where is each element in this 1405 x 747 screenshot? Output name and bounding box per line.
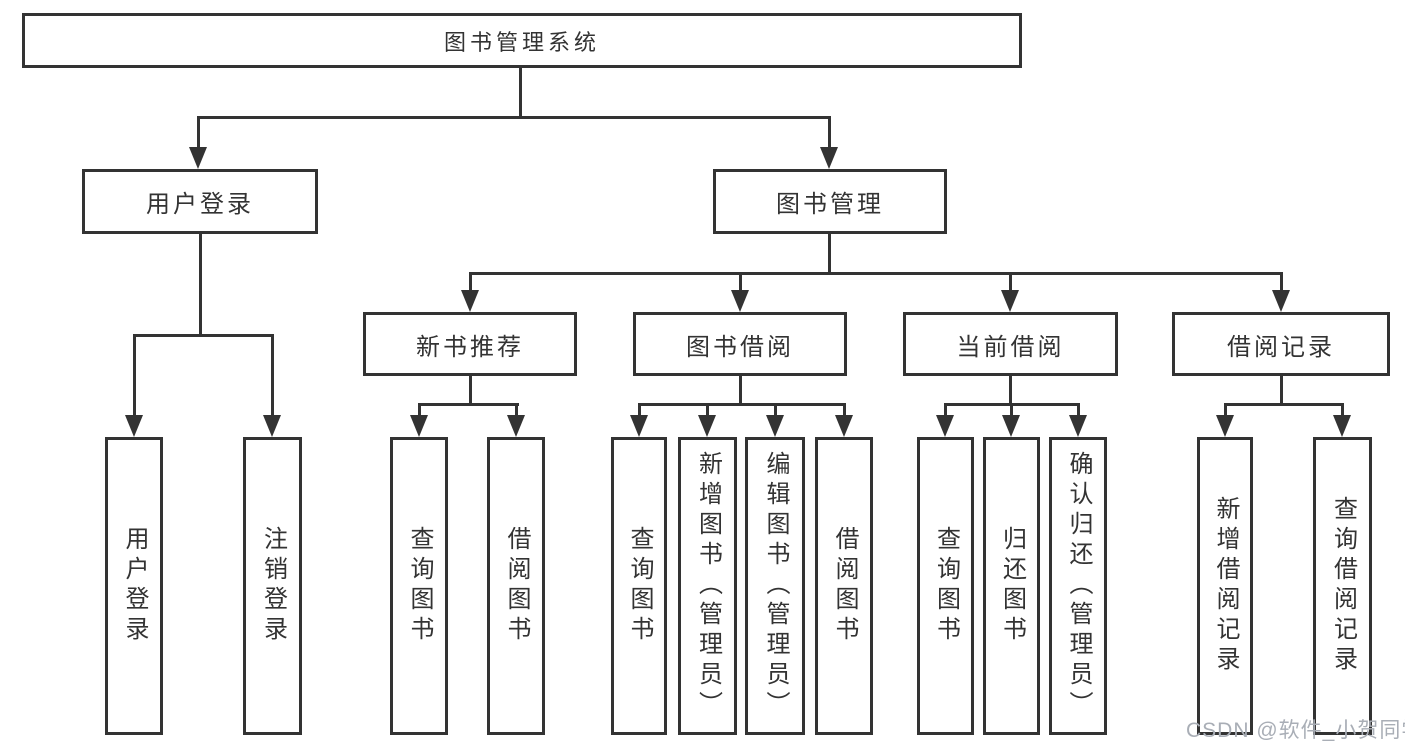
connector-hline: [638, 403, 846, 406]
arrow-down-icon: [263, 415, 281, 437]
connector-vline: [843, 403, 846, 419]
arrow-down-icon: [507, 415, 525, 437]
arrow-down-icon: [125, 415, 143, 437]
connector-vline: [774, 403, 777, 419]
node-book-management: 图书管理: [713, 169, 947, 234]
node-borrowing-records: 借阅记录: [1172, 312, 1390, 376]
arrow-down-icon: [461, 290, 479, 312]
arrow-down-icon: [731, 290, 749, 312]
connector-vline: [469, 272, 472, 294]
connector-vline: [1341, 403, 1344, 419]
connector-vline: [1280, 376, 1283, 405]
node-query-books-borrowing: 查询图书: [611, 437, 667, 735]
connector-vline: [1077, 403, 1080, 419]
connector-vline: [197, 116, 200, 150]
connector-hline: [133, 334, 274, 337]
node-add-borrow-record: 新增借阅记录: [1197, 437, 1253, 735]
arrow-down-icon: [835, 415, 853, 437]
connector-vline: [418, 403, 421, 419]
connector-hline: [469, 272, 1282, 275]
arrow-down-icon: [1069, 415, 1087, 437]
connector-vline: [469, 376, 472, 405]
arrow-down-icon: [698, 415, 716, 437]
arrow-down-icon: [410, 415, 428, 437]
connector-vline: [133, 334, 136, 418]
node-user-login: 用户登录: [105, 437, 163, 735]
arrow-down-icon: [189, 147, 207, 169]
connector-vline: [828, 116, 831, 150]
connector-vline: [199, 234, 202, 337]
connector-vline: [271, 334, 274, 418]
connector-vline: [944, 403, 947, 419]
node-query-books-current: 查询图书: [917, 437, 974, 735]
connector-vline: [1010, 403, 1013, 419]
connector-vline: [515, 403, 518, 419]
connector-vline: [1280, 272, 1283, 294]
csdn-watermark: CSDN @软件_小贺同学: [1186, 719, 1405, 742]
node-borrow-books-recommend: 借阅图书: [487, 437, 545, 735]
connector-vline: [1009, 272, 1012, 294]
node-query-books-recommend: 查询图书: [390, 437, 448, 735]
connector-vline: [1009, 376, 1012, 405]
node-edit-books-admin: 编辑图书（管理员）: [745, 437, 805, 735]
arrow-down-icon: [630, 415, 648, 437]
arrow-down-icon: [1333, 415, 1351, 437]
arrow-down-icon: [1216, 415, 1234, 437]
node-logout: 注销登录: [243, 437, 302, 735]
node-return-books: 归还图书: [983, 437, 1040, 735]
connector-vline: [1224, 403, 1227, 419]
node-current-borrowing: 当前借阅: [903, 312, 1118, 376]
connector-vline: [739, 376, 742, 405]
arrow-down-icon: [1272, 290, 1290, 312]
node-library-management-system: 图书管理系统: [22, 13, 1022, 68]
node-new-book-recommendation: 新书推荐: [363, 312, 577, 376]
node-add-books-admin: 新增图书（管理员）: [678, 437, 737, 735]
connector-hline: [197, 116, 831, 119]
arrow-down-icon: [1001, 290, 1019, 312]
arrow-down-icon: [766, 415, 784, 437]
connector-vline: [706, 403, 709, 419]
node-confirm-return-admin: 确认归还（管理员）: [1049, 437, 1107, 735]
node-borrow-books: 借阅图书: [815, 437, 873, 735]
connector-hline: [418, 403, 519, 406]
node-user-login-group: 用户登录: [82, 169, 318, 234]
arrow-down-icon: [1002, 415, 1020, 437]
node-book-borrowing: 图书借阅: [633, 312, 847, 376]
arrow-down-icon: [936, 415, 954, 437]
connector-vline: [739, 272, 742, 294]
arrow-down-icon: [820, 147, 838, 169]
connector-vline: [638, 403, 641, 419]
node-query-borrow-record: 查询借阅记录: [1313, 437, 1372, 735]
connector-vline: [519, 68, 522, 119]
connector-vline: [828, 233, 831, 275]
connector-hline: [1224, 403, 1344, 406]
